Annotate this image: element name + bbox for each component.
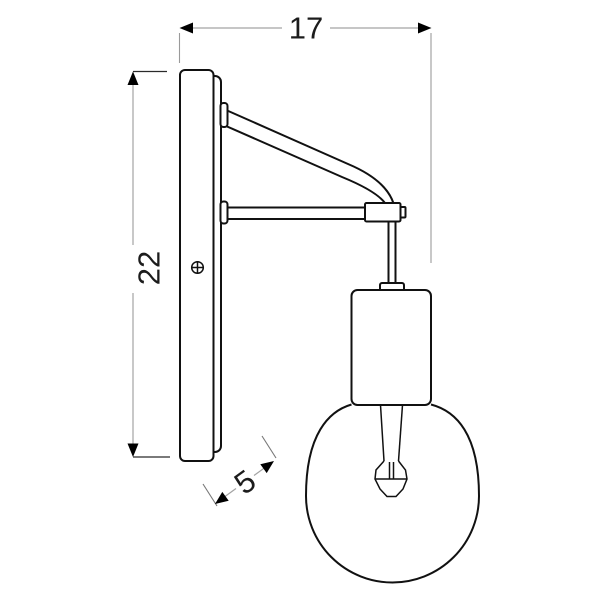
arm-connector-cap [399,206,407,219]
bulb-stem [374,460,408,498]
wall-lamp [179,69,481,584]
arrow-up-icon [127,71,139,85]
depth-tick-lower [202,483,218,507]
lower-mount-tab [219,200,229,225]
depth-tick-upper [261,435,277,459]
bulb-globe [304,403,481,584]
dimension-height: 22 [127,70,170,458]
bulb-neck-left [379,404,385,462]
arm-connector-block [364,202,402,223]
dimension-width: 17 [178,11,432,263]
dimension-width-label: 17 [289,11,323,46]
arrow-down-icon [127,443,139,457]
arrow-left-icon [179,22,193,34]
dimension-depth-label: 5 [228,463,263,501]
arrow-lower-left-icon [215,491,229,504]
arrow-upper-right-icon [260,461,274,474]
upper-mount-tab [219,102,229,128]
bulb-neck-right [397,404,404,462]
dimension-height-label: 22 [132,251,167,285]
arrow-right-icon [418,22,432,34]
screw-icon [190,260,205,275]
socket-body [350,289,432,406]
